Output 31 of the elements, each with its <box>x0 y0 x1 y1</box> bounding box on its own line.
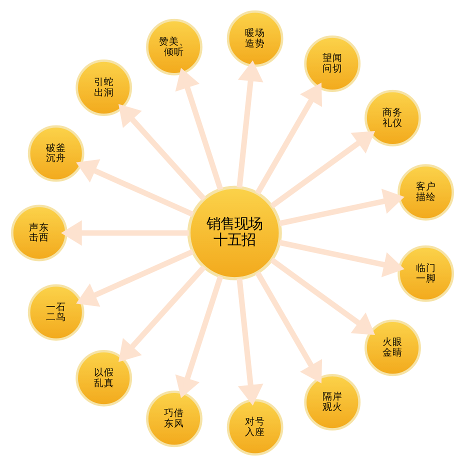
arrow <box>118 104 206 201</box>
arrow <box>236 278 264 406</box>
node-circle: 暖场造势 <box>226 10 284 67</box>
arrow <box>278 188 404 226</box>
node-circle: 望闻问切 <box>304 36 361 92</box>
node-circle: 声东击西 <box>10 204 68 262</box>
arrow <box>255 82 322 195</box>
arrow <box>255 271 322 384</box>
node-circle: 对号入座 <box>226 399 284 456</box>
node-circle: 引蛇出洞 <box>76 60 132 116</box>
arrow <box>270 258 376 336</box>
arrow <box>118 265 206 362</box>
node-circle: 一石二鸟 <box>28 284 84 341</box>
node-circle: 隔岸观火 <box>304 374 361 430</box>
node-circle: 以假乱真 <box>76 350 132 406</box>
node-circle: 商务礼仪 <box>364 90 421 146</box>
node-circle: 临门一脚 <box>398 245 454 302</box>
arrow <box>61 220 189 246</box>
node-circle: 客户描绘 <box>398 164 454 221</box>
arrow <box>236 60 264 188</box>
arrow <box>175 276 224 398</box>
arrow <box>175 68 224 190</box>
arrow <box>76 159 194 217</box>
node-circle: 破釜沉舟 <box>28 125 84 182</box>
node-circle: 巧借东风 <box>146 390 202 448</box>
node-circle: 销售现场十五招 <box>187 186 282 280</box>
node-circle: 赞美、倾听 <box>146 18 202 76</box>
arrow <box>76 249 194 307</box>
arrow <box>270 130 376 208</box>
arrow <box>278 240 404 278</box>
node-circle: 火眼金睛 <box>364 320 421 376</box>
